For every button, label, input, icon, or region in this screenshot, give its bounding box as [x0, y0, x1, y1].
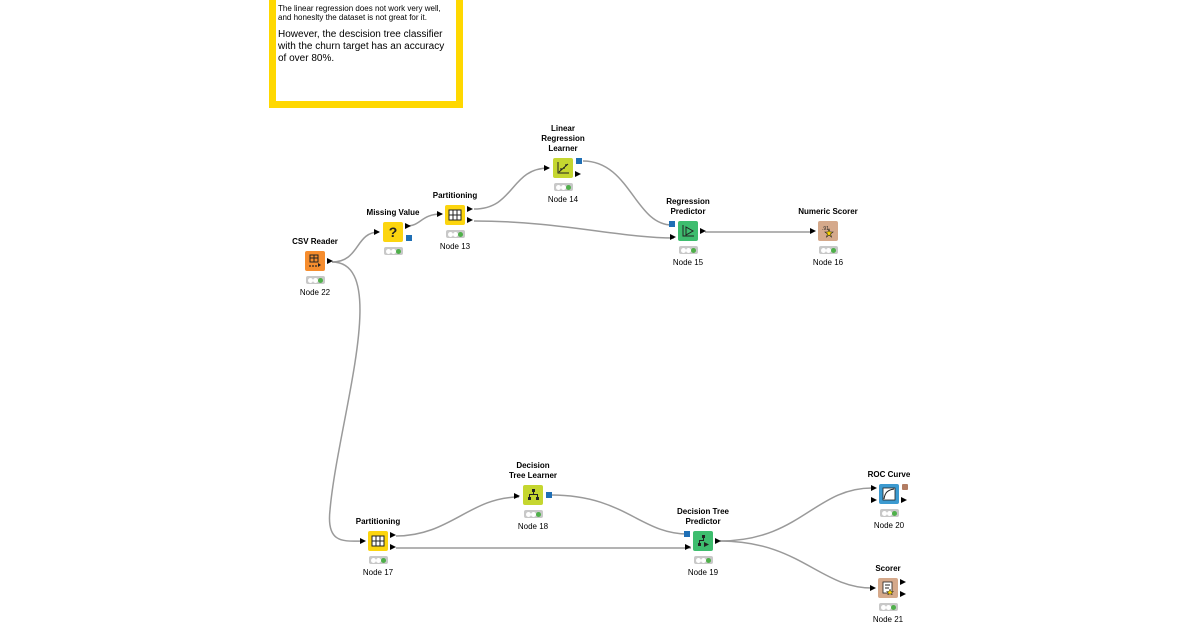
decision-tree-icon[interactable] [523, 485, 543, 505]
node-label[interactable]: Node 15 [672, 258, 704, 267]
model-input-port[interactable] [669, 221, 675, 227]
node-title: Regression Predictor [666, 197, 710, 216]
status-traffic-light [879, 603, 898, 611]
node-title: ROC Curve [867, 470, 911, 479]
workflow-annotation[interactable]: The linear regression does not work very… [269, 0, 463, 108]
node-label[interactable]: Node 20 [873, 521, 905, 530]
image-output-port[interactable] [902, 484, 908, 490]
output-port[interactable] [405, 223, 411, 229]
input-port-2[interactable] [871, 497, 877, 503]
annotation-line-1: The linear regression does not work very… [278, 4, 441, 22]
model-output-port[interactable] [576, 158, 582, 164]
partition-grid-icon[interactable] [368, 531, 388, 551]
predictor-icon[interactable] [678, 221, 698, 241]
node-label[interactable]: Node 18 [517, 522, 549, 531]
output-port[interactable] [700, 228, 706, 234]
node-label[interactable]: Node 17 [362, 568, 394, 577]
input-port[interactable] [360, 538, 366, 544]
node-label[interactable]: Node 16 [812, 258, 844, 267]
connection-partition-to-regpredictor-data [473, 220, 675, 239]
scorer-icon[interactable] [878, 578, 898, 598]
input-port[interactable] [544, 165, 550, 171]
scorer-star-icon[interactable]: .91 [818, 221, 838, 241]
annotation-line-2: However, the descision tree classifier w… [278, 29, 445, 64]
output-port-1[interactable] [390, 532, 396, 538]
output-port[interactable] [715, 538, 721, 544]
node-label[interactable]: Node 22 [299, 288, 331, 297]
status-traffic-light [384, 247, 403, 255]
node-label[interactable]: Node 14 [547, 195, 579, 204]
status-traffic-light [694, 556, 713, 564]
question-mark-icon[interactable]: ? [383, 222, 403, 242]
question-glyph: ? [388, 224, 398, 240]
node-label[interactable]: Node 19 [687, 568, 719, 577]
connection-partition-to-linreg [473, 167, 550, 210]
connection-linreg-to-regpredictor-model [582, 160, 673, 226]
input-port[interactable] [514, 493, 520, 499]
status-traffic-light [819, 246, 838, 254]
input-port-1[interactable] [871, 485, 877, 491]
output-port-1[interactable] [900, 579, 906, 585]
input-port[interactable] [810, 228, 816, 234]
node-title: Partitioning [355, 517, 401, 526]
status-traffic-light [369, 556, 388, 564]
node-title: Missing Value [366, 208, 420, 217]
model-input-port[interactable] [684, 531, 690, 537]
node-title: Linear Regression Learner [541, 124, 585, 153]
regression-chart-icon[interactable] [553, 158, 573, 178]
model-output-port[interactable] [546, 492, 552, 498]
connection-dtpredictor-to-scorer [719, 540, 873, 589]
node-title: CSV Reader [292, 237, 338, 246]
input-port[interactable] [870, 585, 876, 591]
node-title: Decision Tree Learner [508, 461, 558, 480]
output-port[interactable] [327, 258, 333, 264]
status-traffic-light [880, 509, 899, 517]
output-port[interactable] [575, 171, 581, 177]
roc-curve-icon[interactable] [879, 484, 899, 504]
node-label[interactable]: Node 13 [439, 242, 471, 251]
svg-text:.91: .91 [822, 226, 829, 232]
status-traffic-light [446, 230, 465, 238]
connection-csv-to-missing-value [331, 231, 380, 263]
connection-dtpredictor-to-roc [719, 487, 873, 542]
decision-tree-predictor-icon[interactable] [693, 531, 713, 551]
status-traffic-light [554, 183, 573, 191]
connection-csv-to-partitioning-bottom [328, 261, 365, 542]
output-port-1[interactable] [467, 206, 473, 212]
output-port-2[interactable] [467, 217, 473, 223]
node-title: Numeric Scorer [798, 207, 858, 216]
node-title: Partitioning [432, 191, 478, 200]
table-reader-icon[interactable] [305, 251, 325, 271]
input-port[interactable] [670, 234, 676, 240]
input-port[interactable] [685, 544, 691, 550]
node-label[interactable]: Node 21 [872, 615, 904, 624]
model-output-port[interactable] [406, 235, 412, 241]
status-traffic-light [524, 510, 543, 518]
connection-partition-bottom-to-dtlearner [395, 496, 520, 537]
input-port[interactable] [374, 229, 380, 235]
output-port-2[interactable] [390, 544, 396, 550]
node-title: Decision Tree Predictor [676, 507, 730, 526]
partition-grid-icon[interactable] [445, 205, 465, 225]
node-title: Scorer [875, 564, 901, 573]
output-port-2[interactable] [900, 591, 906, 597]
status-traffic-light [306, 276, 325, 284]
status-traffic-light [679, 246, 698, 254]
output-port[interactable] [901, 497, 907, 503]
connection-dtlearner-to-dtpredictor-model [550, 494, 689, 535]
input-port[interactable] [437, 211, 443, 217]
